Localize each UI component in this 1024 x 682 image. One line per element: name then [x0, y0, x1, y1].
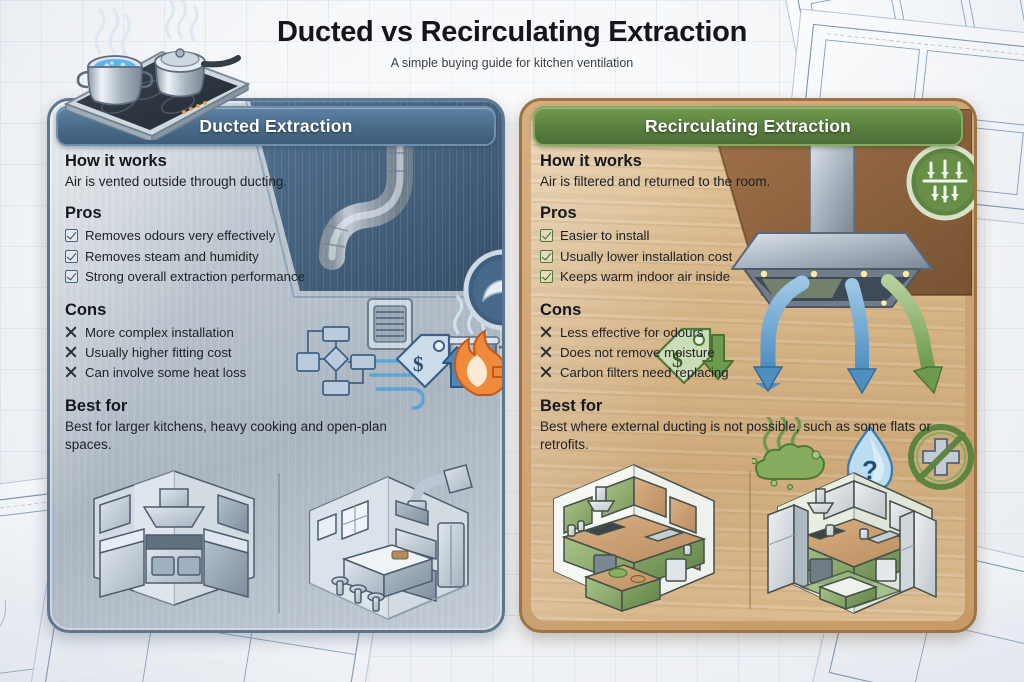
iso-kitchen-with-external-duct — [309, 464, 473, 620]
list-item: Can involve some heat loss — [65, 363, 395, 383]
price-tag-down-arrow-icon: $ — [654, 327, 734, 385]
panel-recirculating-extraction: $ ? — [519, 98, 977, 633]
ducted-how-text: Air is vented outside through ducting. — [65, 174, 288, 189]
list-item-label: Can involve some heat loss — [85, 365, 247, 381]
ducted-cons-list: More complex installation Usually higher… — [65, 323, 395, 384]
ducted-pros-list: Removes odours very effectively Removes … — [65, 226, 395, 287]
cross-icon — [540, 326, 553, 339]
list-item-label: Removes odours very effectively — [85, 228, 276, 244]
ducted-pros: Pros Removes odours very effectively Rem… — [65, 204, 395, 287]
list-item: Usually lower installation cost — [540, 247, 950, 267]
outward-arrow-badge-icon — [463, 249, 502, 331]
recirc-cons-icon-row: ? — [752, 417, 974, 493]
list-item: More complex installation — [65, 323, 395, 343]
cross-icon — [65, 366, 78, 379]
list-item: Usually higher fitting cost — [65, 343, 395, 363]
page-title: Ducted vs Recirculating Extraction — [276, 16, 748, 48]
list-item-label: Usually lower installation cost — [560, 248, 733, 264]
recirc-best-text: Best where external ducting is not possi… — [540, 418, 931, 453]
checkbox-checked-icon — [65, 229, 78, 243]
ducted-how-it-works: How it works Air is vented outside throu… — [65, 152, 395, 191]
recirc-cons-label: Cons — [540, 300, 582, 319]
list-item-label: Does not remove moisture — [560, 345, 715, 361]
list-item-label: Carbon filters need replacing — [560, 365, 729, 381]
recirc-content: How it works Air is filtered and returne… — [540, 152, 950, 454]
recirc-pros-label: Pros — [540, 204, 577, 223]
ducted-best-label: Best for — [65, 396, 128, 415]
recirc-how-label: How it works — [540, 152, 642, 170]
list-item: Removes odours very effectively — [65, 226, 395, 246]
list-item: Easier to install — [540, 226, 950, 246]
list-item-label: Strong overall extraction performance — [85, 269, 305, 285]
odour-cloud-icon — [752, 417, 825, 490]
ducted-panel-art — [244, 101, 502, 613]
recirc-cons: Cons Less effective for odours Does not … — [540, 301, 950, 384]
list-item: Keeps warm indoor air inside — [540, 267, 950, 287]
list-item: Less effective for odours — [540, 323, 950, 343]
list-item: Strong overall extraction performance — [65, 267, 395, 287]
ducted-pros-label: Pros — [65, 204, 102, 223]
ducted-cons-label: Cons — [65, 300, 107, 319]
recirc-cons-list: Less effective for odours Does not remov… — [540, 323, 950, 384]
svg-text:?: ? — [862, 455, 878, 485]
flame-heat-loss-icon — [453, 329, 502, 396]
header-recirc-label: Recirculating Extraction — [644, 115, 852, 136]
iso-kitchen-with-chimney-hood — [93, 470, 255, 606]
recirc-panel-art — [706, 109, 972, 609]
checkbox-checked-icon — [65, 270, 78, 284]
recirc-how-text: Air is filtered and returned to the room… — [540, 174, 771, 189]
recirc-how-it-works: How it works Air is filtered and returne… — [540, 152, 950, 191]
ducted-cons-icon-row: $ — [296, 326, 502, 396]
checkbox-checked-icon — [540, 249, 553, 263]
panel-ducted-extraction: $ — [47, 98, 505, 633]
recirc-pros: Pros Easier to install Usually lower ins… — [540, 204, 950, 287]
ducted-how-label: How it works — [65, 152, 167, 170]
list-item-label: Less effective for odours — [560, 324, 704, 340]
recirculate-filter-badge-icon — [906, 143, 974, 221]
stovetop-with-steaming-pots-icon — [63, 0, 251, 140]
recirc-best-for: Best for Best where external ducting is … — [540, 397, 950, 454]
cross-icon — [540, 366, 553, 379]
list-item: Removes steam and humidity — [65, 247, 395, 267]
checkbox-checked-icon — [540, 270, 553, 284]
svg-text:$: $ — [672, 347, 683, 372]
recirc-pros-list: Easier to install Usually lower installa… — [540, 226, 950, 287]
cross-icon — [540, 346, 553, 359]
recirculating-airflow-arrows — [752, 274, 943, 395]
title-block: Ducted vs Recirculating Extraction A sim… — [0, 16, 1024, 70]
list-item-label: Removes steam and humidity — [85, 248, 259, 264]
no-moisture-removal-icon — [908, 424, 974, 490]
page-subtitle: A simple buying guide for kitchen ventil… — [390, 56, 634, 70]
ducted-illustrations — [93, 464, 473, 620]
iso-green-kitchen-fridges — [767, 472, 937, 614]
list-item-label: More complex installation — [85, 324, 234, 340]
ducted-content: How it works Air is vented outside throu… — [65, 152, 395, 454]
list-item-label: Easier to install — [560, 228, 650, 244]
checkbox-checked-icon — [65, 249, 78, 263]
flowchart-icon — [296, 326, 376, 396]
recirc-illustrations — [553, 464, 937, 614]
header-recirculating-extraction: Recirculating Extraction — [533, 106, 963, 146]
list-item-label: Keeps warm indoor air inside — [560, 269, 731, 285]
list-item: Carbon filters need replacing — [540, 363, 950, 383]
svg-text:$: $ — [413, 352, 424, 376]
list-item-label: Usually higher fitting cost — [85, 345, 232, 361]
recirc-best-label: Best for — [540, 396, 603, 415]
list-item: Does not remove moisture — [540, 343, 950, 363]
header-ducted-label: Ducted Extraction — [199, 115, 353, 136]
cross-icon — [65, 346, 78, 359]
ducted-cons: Cons More complex installation Usually h… — [65, 301, 395, 384]
iso-green-kitchen-island — [553, 464, 715, 613]
ducted-best-text: Best for larger kitchens, heavy cooking … — [65, 418, 387, 453]
cross-icon — [65, 326, 78, 339]
ducted-best-for: Best for Best for larger kitchens, heavy… — [65, 397, 395, 454]
checkbox-checked-icon — [540, 229, 553, 243]
